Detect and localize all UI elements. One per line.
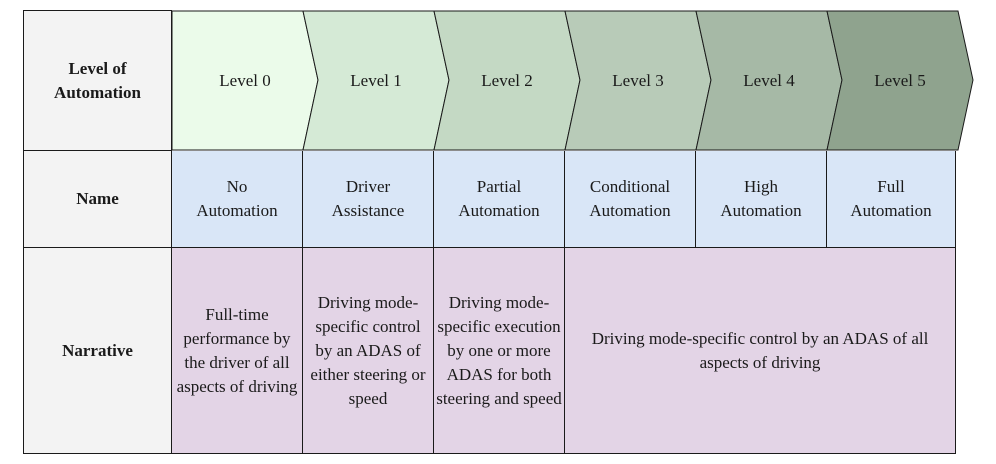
narrative-cell-level-0: Full-time performance by the driver of a…: [172, 248, 303, 454]
automation-levels-table: Level of Automation Name No Automation D…: [23, 10, 956, 454]
name-level-0: No Automation: [196, 177, 278, 220]
row-header-name: Name: [23, 151, 172, 248]
name-level-2: Partial Automation: [458, 177, 540, 220]
level-3-text: Level 3: [612, 70, 664, 90]
name-level-4: High Automation: [720, 177, 802, 220]
name-cell-level-1: Driver Assistance: [303, 151, 434, 248]
narrative-level-0: Full-time performance by the driver of a…: [176, 304, 298, 396]
level-label-2: Level 2: [434, 10, 580, 151]
row-header-narrative-label: Narrative: [62, 340, 133, 360]
name-level-1: Driver Assistance: [331, 177, 405, 220]
level-2-text: Level 2: [481, 70, 533, 90]
row-header-name-label: Name: [76, 189, 119, 208]
narrative-cell-level-3-to-5: Driving mode-specific control by an ADAS…: [565, 248, 956, 454]
name-cell-level-2: Partial Automation: [434, 151, 565, 248]
narrative-level-3-to-5: Driving mode-specific control by an ADAS…: [591, 328, 929, 372]
level-4-text: Level 4: [743, 70, 795, 90]
level-0-text: Level 0: [219, 70, 271, 90]
level-label-3: Level 3: [565, 10, 711, 151]
level-5-text: Level 5: [874, 70, 926, 90]
name-level-5: Full Automation: [850, 177, 932, 220]
name-cell-level-4: High Automation: [696, 151, 827, 248]
narrative-cell-level-2: Driving mode-specific execution by one o…: [434, 248, 565, 454]
level-label-0: Level 0: [172, 10, 318, 151]
level-label-5: Level 5: [827, 10, 973, 151]
narrative-level-2: Driving mode-specific execution by one o…: [436, 292, 562, 408]
level-label-1: Level 1: [303, 10, 449, 151]
narrative-level-1: Driving mode-specific control by an ADAS…: [310, 292, 426, 408]
name-level-3: Conditional Automation: [589, 177, 671, 220]
name-cell-level-3: Conditional Automation: [565, 151, 696, 248]
narrative-cell-level-1: Driving mode-specific control by an ADAS…: [303, 248, 434, 454]
name-cell-level-5: Full Automation: [827, 151, 956, 248]
name-cell-level-0: No Automation: [172, 151, 303, 248]
row-header-level: Level of Automation: [23, 10, 172, 151]
row-header-level-label: Level of Automation: [54, 58, 141, 102]
level-1-text: Level 1: [350, 70, 402, 90]
level-label-4: Level 4: [696, 10, 842, 151]
row-header-narrative: Narrative: [23, 248, 172, 454]
chevron-level-5: [826, 10, 974, 151]
